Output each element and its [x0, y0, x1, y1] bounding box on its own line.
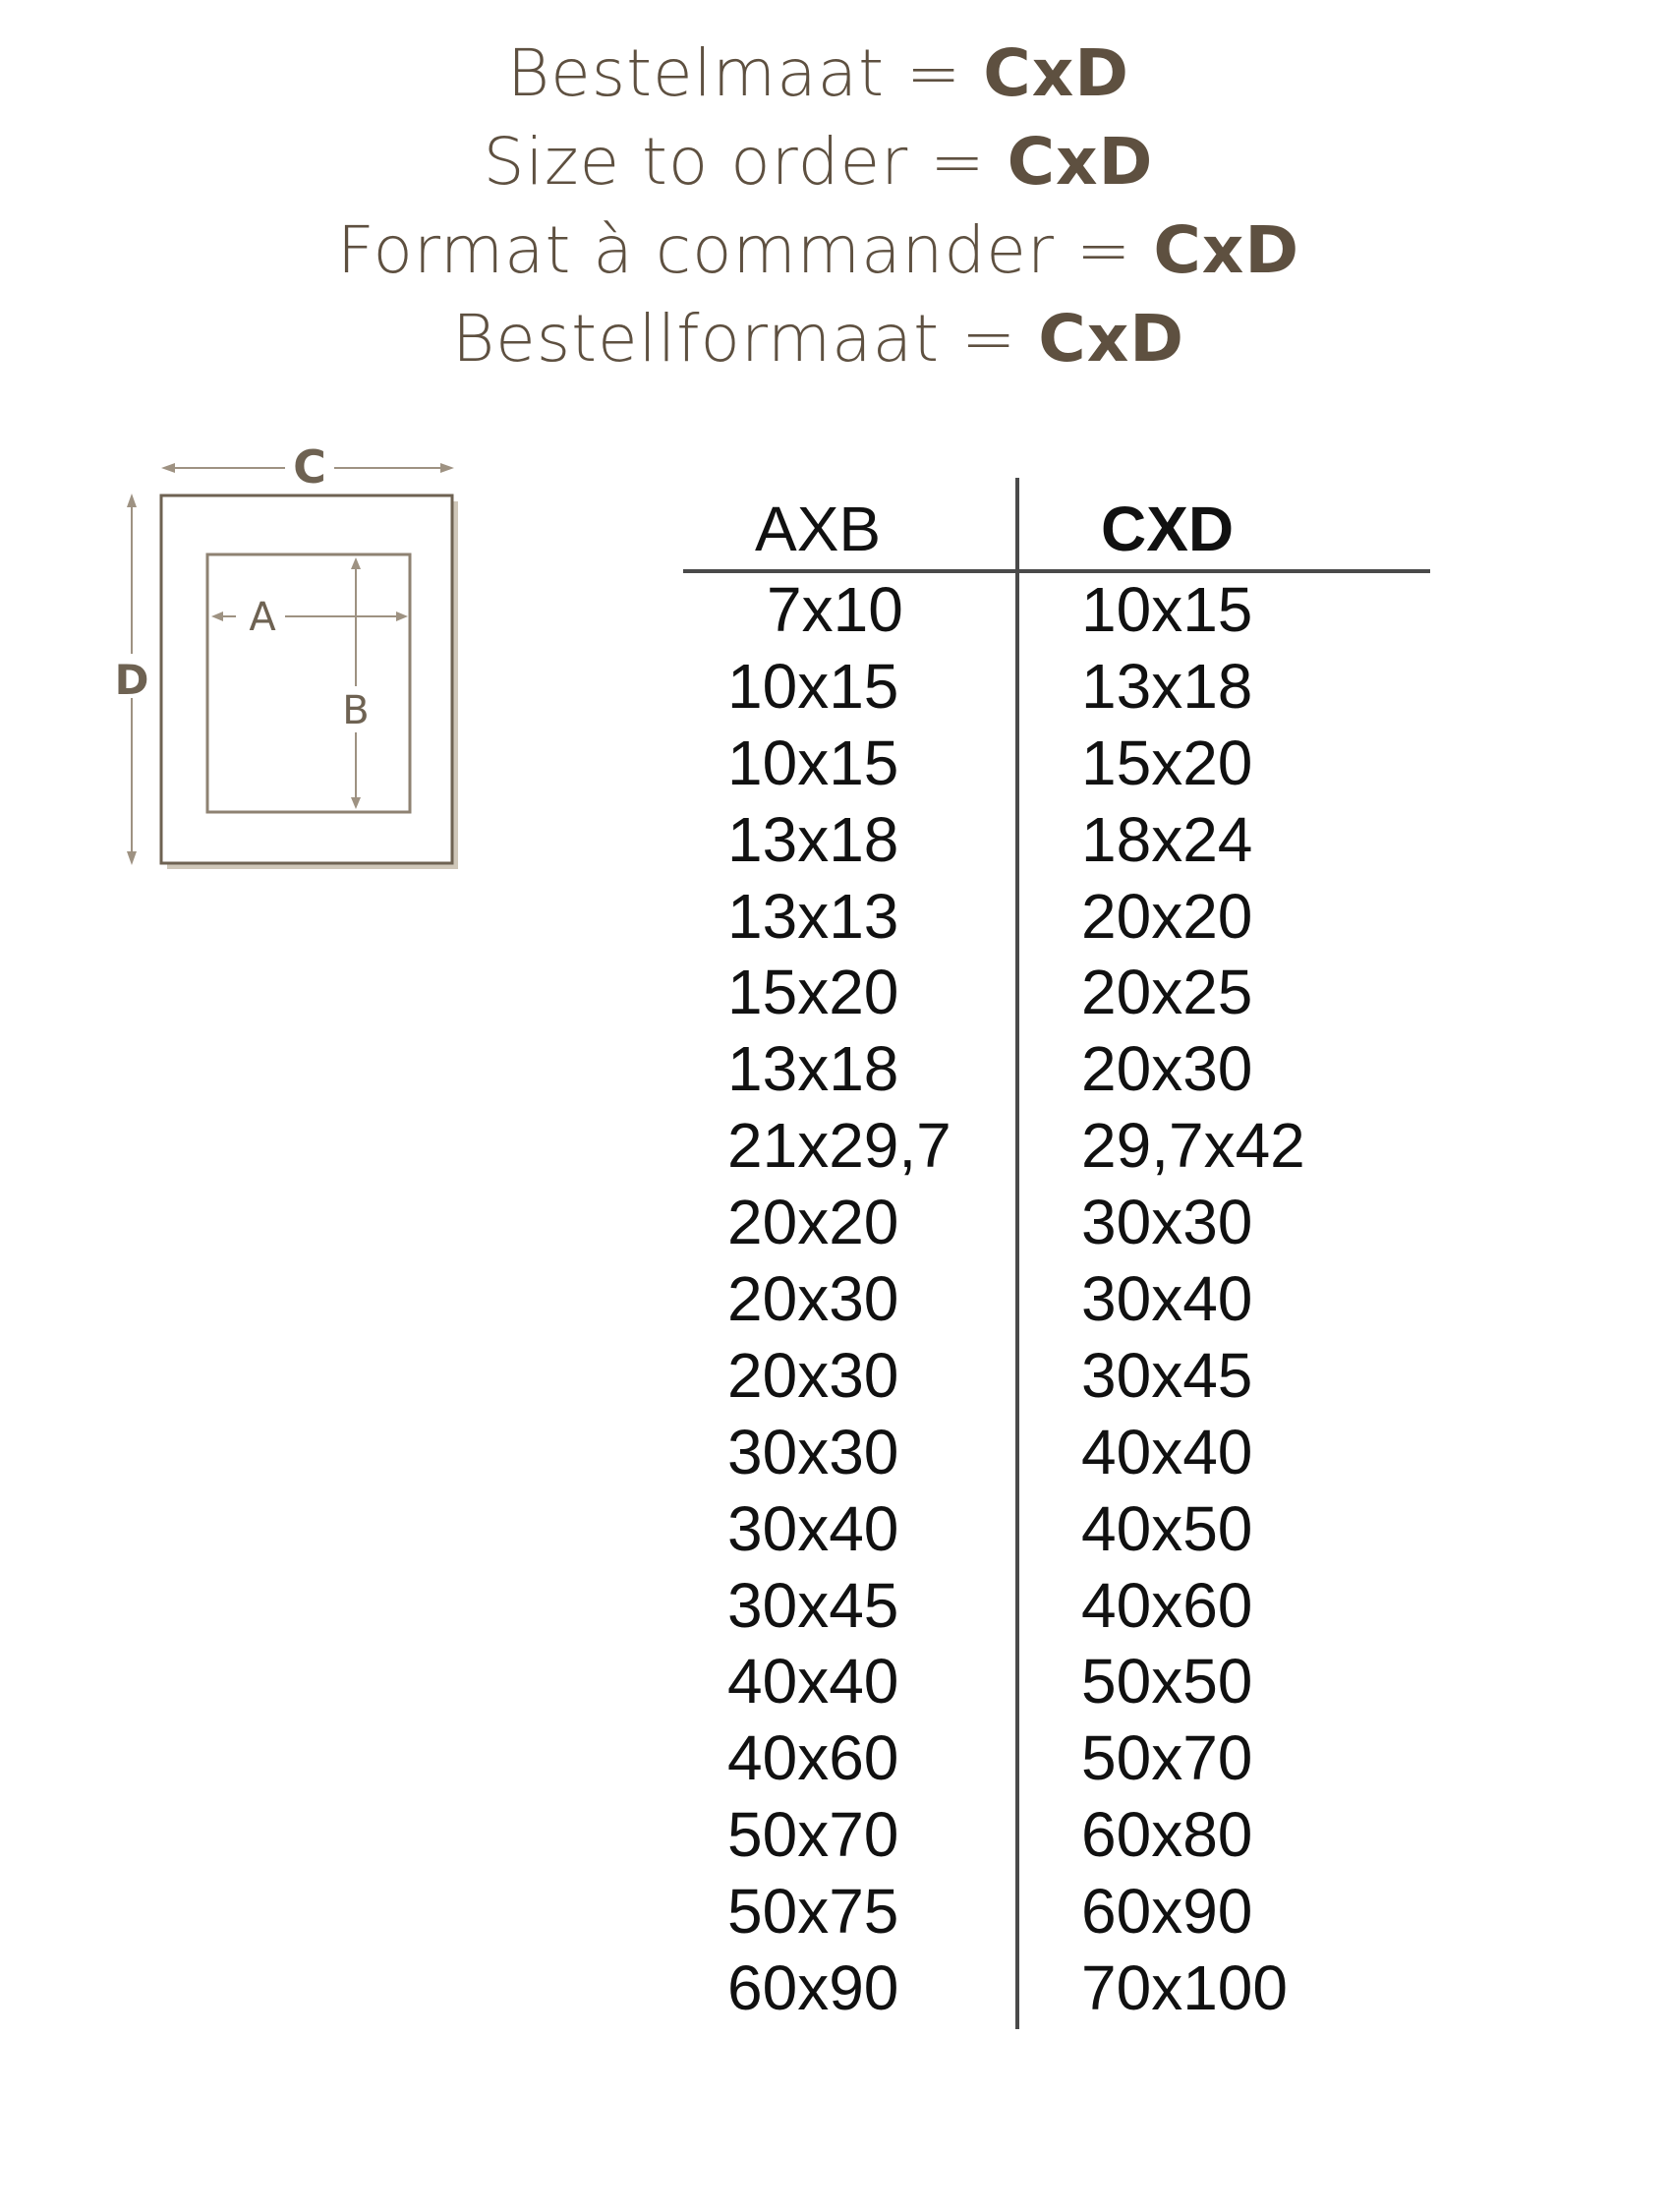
- cell-cxd: 30x40: [1081, 1263, 1253, 1335]
- d-dimension-arrow: [127, 494, 137, 865]
- headline-dutch: Bestelmaat = CxD: [0, 29, 1637, 118]
- cell-cxd: 10x15: [1081, 574, 1253, 645]
- cell-axb: 13x13: [727, 880, 899, 952]
- cell-cxd: 40x50: [1081, 1492, 1253, 1564]
- cell-cxd: 40x60: [1081, 1569, 1253, 1641]
- cell-cxd: 29,7x42: [1081, 1110, 1305, 1182]
- equals-sign: =: [930, 124, 986, 200]
- cell-axb: 10x15: [727, 650, 899, 722]
- cell-axb: 30x45: [727, 1569, 899, 1641]
- column-header-axb: AXB: [755, 494, 882, 564]
- column-cxd: 10x15 13x18 15x20 18x24 20x20 20x25 20x3…: [1081, 572, 1396, 2027]
- headline-english: Size to order = CxD: [0, 118, 1637, 206]
- frame-dimension-diagram: C D A B: [115, 440, 458, 869]
- b-dimension-arrow: [351, 557, 361, 809]
- cell-cxd: 50x50: [1081, 1646, 1253, 1717]
- headline-label: Bestellformaat: [451, 301, 940, 377]
- cell-cxd: 60x80: [1081, 1799, 1253, 1871]
- cell-axb: 15x20: [727, 957, 899, 1028]
- headline-label: Size to order: [483, 124, 909, 200]
- equals-sign: =: [960, 301, 1017, 377]
- cell-axb: 20x20: [727, 1187, 899, 1258]
- cell-cxd: 15x20: [1081, 727, 1253, 798]
- header-divider-horizontal: [683, 569, 1430, 573]
- equals-sign: =: [1076, 212, 1132, 288]
- cell-cxd: 13x18: [1081, 650, 1253, 722]
- cell-cxd: 20x25: [1081, 957, 1253, 1028]
- c-dimension-arrow: [161, 463, 454, 473]
- column-divider-vertical: [1015, 478, 1019, 2029]
- inner-opening: [205, 553, 412, 814]
- dimension-label-b: B: [342, 688, 369, 733]
- headline-value: CxD: [1153, 212, 1300, 288]
- cell-axb: 13x18: [727, 1033, 899, 1105]
- headline-label: Bestelmaat: [506, 35, 885, 111]
- headline-value: CxD: [1007, 124, 1154, 200]
- cell-axb: 60x90: [727, 1952, 899, 2024]
- equals-sign: =: [905, 35, 962, 111]
- cell-axb: 21x29,7: [727, 1110, 951, 1182]
- cell-cxd: 20x30: [1081, 1033, 1253, 1105]
- column-header-cxd: CXD: [1101, 494, 1235, 564]
- cell-axb: 20x30: [727, 1263, 899, 1335]
- cell-cxd: 50x70: [1081, 1722, 1253, 1794]
- cell-axb: 40x40: [727, 1646, 899, 1717]
- headline-french: Format à commander = CxD: [0, 206, 1637, 295]
- cell-axb: 13x18: [727, 803, 899, 875]
- cell-cxd: 40x40: [1081, 1416, 1253, 1487]
- cell-cxd: 18x24: [1081, 803, 1253, 875]
- dimension-label-a: A: [249, 595, 276, 640]
- cell-cxd: 20x20: [1081, 880, 1253, 952]
- cell-axb: 50x75: [727, 1876, 899, 1948]
- size-conversion-table: AXB CXD 7x10 10x15 10x15 13x18 13x13 15x…: [678, 478, 1445, 2031]
- headline-block: Bestelmaat = CxD Size to order = CxD Format …: [0, 29, 1637, 383]
- a-dimension-arrow: [211, 611, 408, 621]
- cell-axb: 7x10: [767, 574, 903, 645]
- headline-label: Format à commander: [336, 212, 1056, 288]
- headline-german: Bestellformaat = CxD: [0, 295, 1637, 383]
- cell-cxd: 30x45: [1081, 1339, 1253, 1411]
- cell-axb: 30x40: [727, 1492, 899, 1564]
- cell-cxd: 30x30: [1081, 1187, 1253, 1258]
- cell-axb: 50x70: [727, 1799, 899, 1871]
- cell-cxd: 60x90: [1081, 1876, 1253, 1948]
- cell-cxd: 70x100: [1081, 1952, 1288, 2024]
- dimension-label-d: D: [115, 656, 149, 704]
- cell-axb: 40x60: [727, 1722, 899, 1794]
- cell-axb: 10x15: [727, 727, 899, 798]
- column-axb: 7x10 10x15 10x15 13x18 13x13 15x20 13x18…: [727, 572, 963, 2027]
- cell-axb: 20x30: [727, 1339, 899, 1411]
- headline-value: CxD: [983, 35, 1130, 111]
- headline-value: CxD: [1038, 301, 1185, 377]
- dimension-label-c: C: [293, 440, 326, 494]
- cell-axb: 30x30: [727, 1416, 899, 1487]
